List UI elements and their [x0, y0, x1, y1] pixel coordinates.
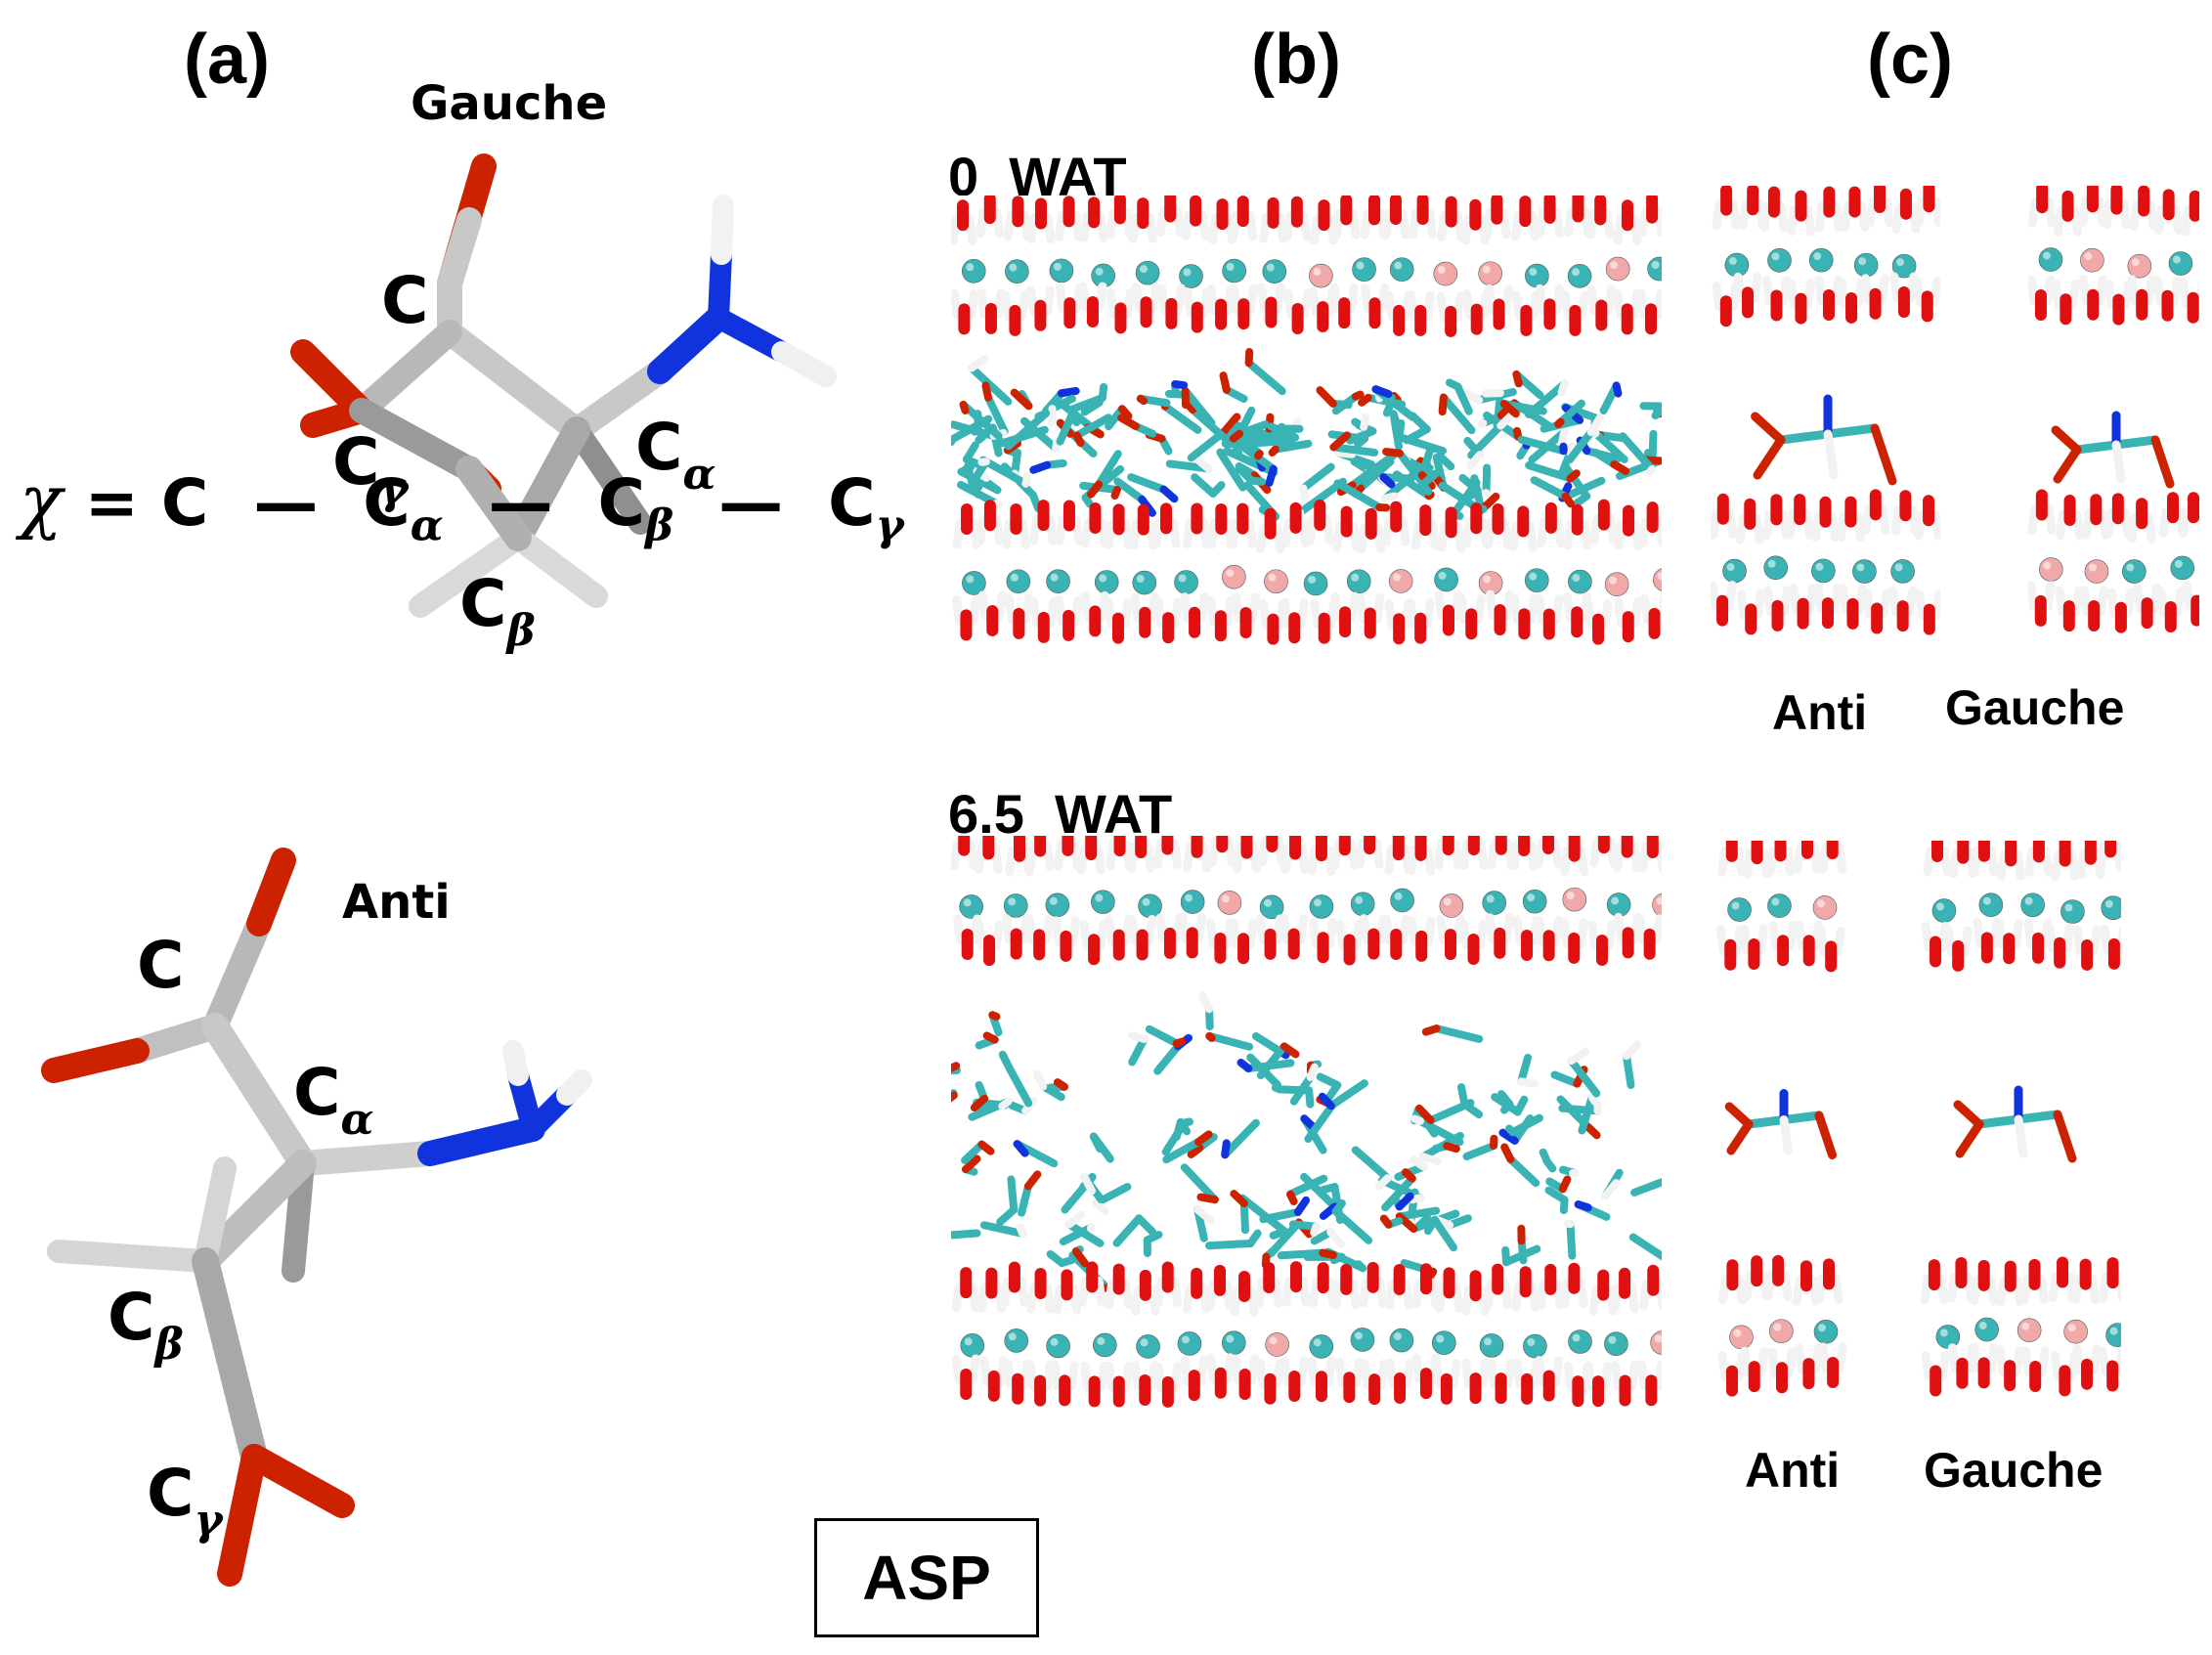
condition-label-bottom: 6.5_WAT	[948, 783, 1173, 845]
eq-atom-Cbeta: Cβ	[597, 465, 674, 551]
gauche-molecule-model: C Cγ Cα Cβ	[290, 153, 837, 656]
gauche-atom-C: C	[381, 263, 428, 338]
anti-molecule-model: C Cα Cβ Cγ	[41, 848, 592, 1587]
gauche-conformer-title: Gauche	[411, 76, 608, 131]
panel-a-letter: (a)	[184, 21, 270, 99]
anti-atom-Cgamma: Cγ	[147, 1456, 224, 1546]
residue-label: ASP	[862, 1543, 991, 1613]
anti-atom-C: C	[137, 928, 184, 1003]
label-anti-0wat: Anti	[1772, 685, 1868, 740]
eq-dash-3: —	[718, 465, 784, 541]
anti-atom-Calpha: Cα	[293, 1055, 373, 1145]
eq-atom-Calpha: Cα	[363, 465, 444, 551]
panel-c-letter: (c)	[1867, 21, 1953, 99]
single-residue-anti-0wat	[1711, 186, 1940, 665]
single-residue-gauche-0wat	[2028, 186, 2199, 665]
simulation-snapshot-0wat	[951, 196, 1662, 684]
gauche-atom-Calpha: Cα	[635, 410, 716, 500]
chi-equation: χ = C — Cα — Cβ — Cγ	[20, 459, 904, 550]
panel-b-letter: (b)	[1251, 21, 1341, 99]
equals-sign: =	[84, 465, 139, 541]
single-residue-gauche-6-5wat	[1921, 841, 2121, 1408]
anti-atom-Cbeta: Cβ	[108, 1280, 184, 1370]
eq-dash-2: —	[488, 465, 553, 541]
eq-atom-Cgamma: Cγ	[828, 465, 904, 551]
chi-symbol: χ	[20, 459, 63, 542]
anti-conformer-title: Anti	[342, 875, 451, 930]
residue-box: ASP	[814, 1518, 1039, 1637]
label-anti-6-5wat: Anti	[1745, 1443, 1841, 1498]
label-gauche-0wat: Gauche	[1945, 680, 2125, 735]
label-gauche-6-5wat: Gauche	[1924, 1443, 2104, 1498]
simulation-snapshot-6-5wat	[951, 836, 1662, 1422]
eq-dash-1: —	[253, 465, 319, 541]
gauche-atom-Cbeta: Cβ	[459, 566, 536, 656]
single-residue-anti-6-5wat	[1715, 841, 1852, 1408]
eq-atom-C: C	[160, 465, 209, 541]
